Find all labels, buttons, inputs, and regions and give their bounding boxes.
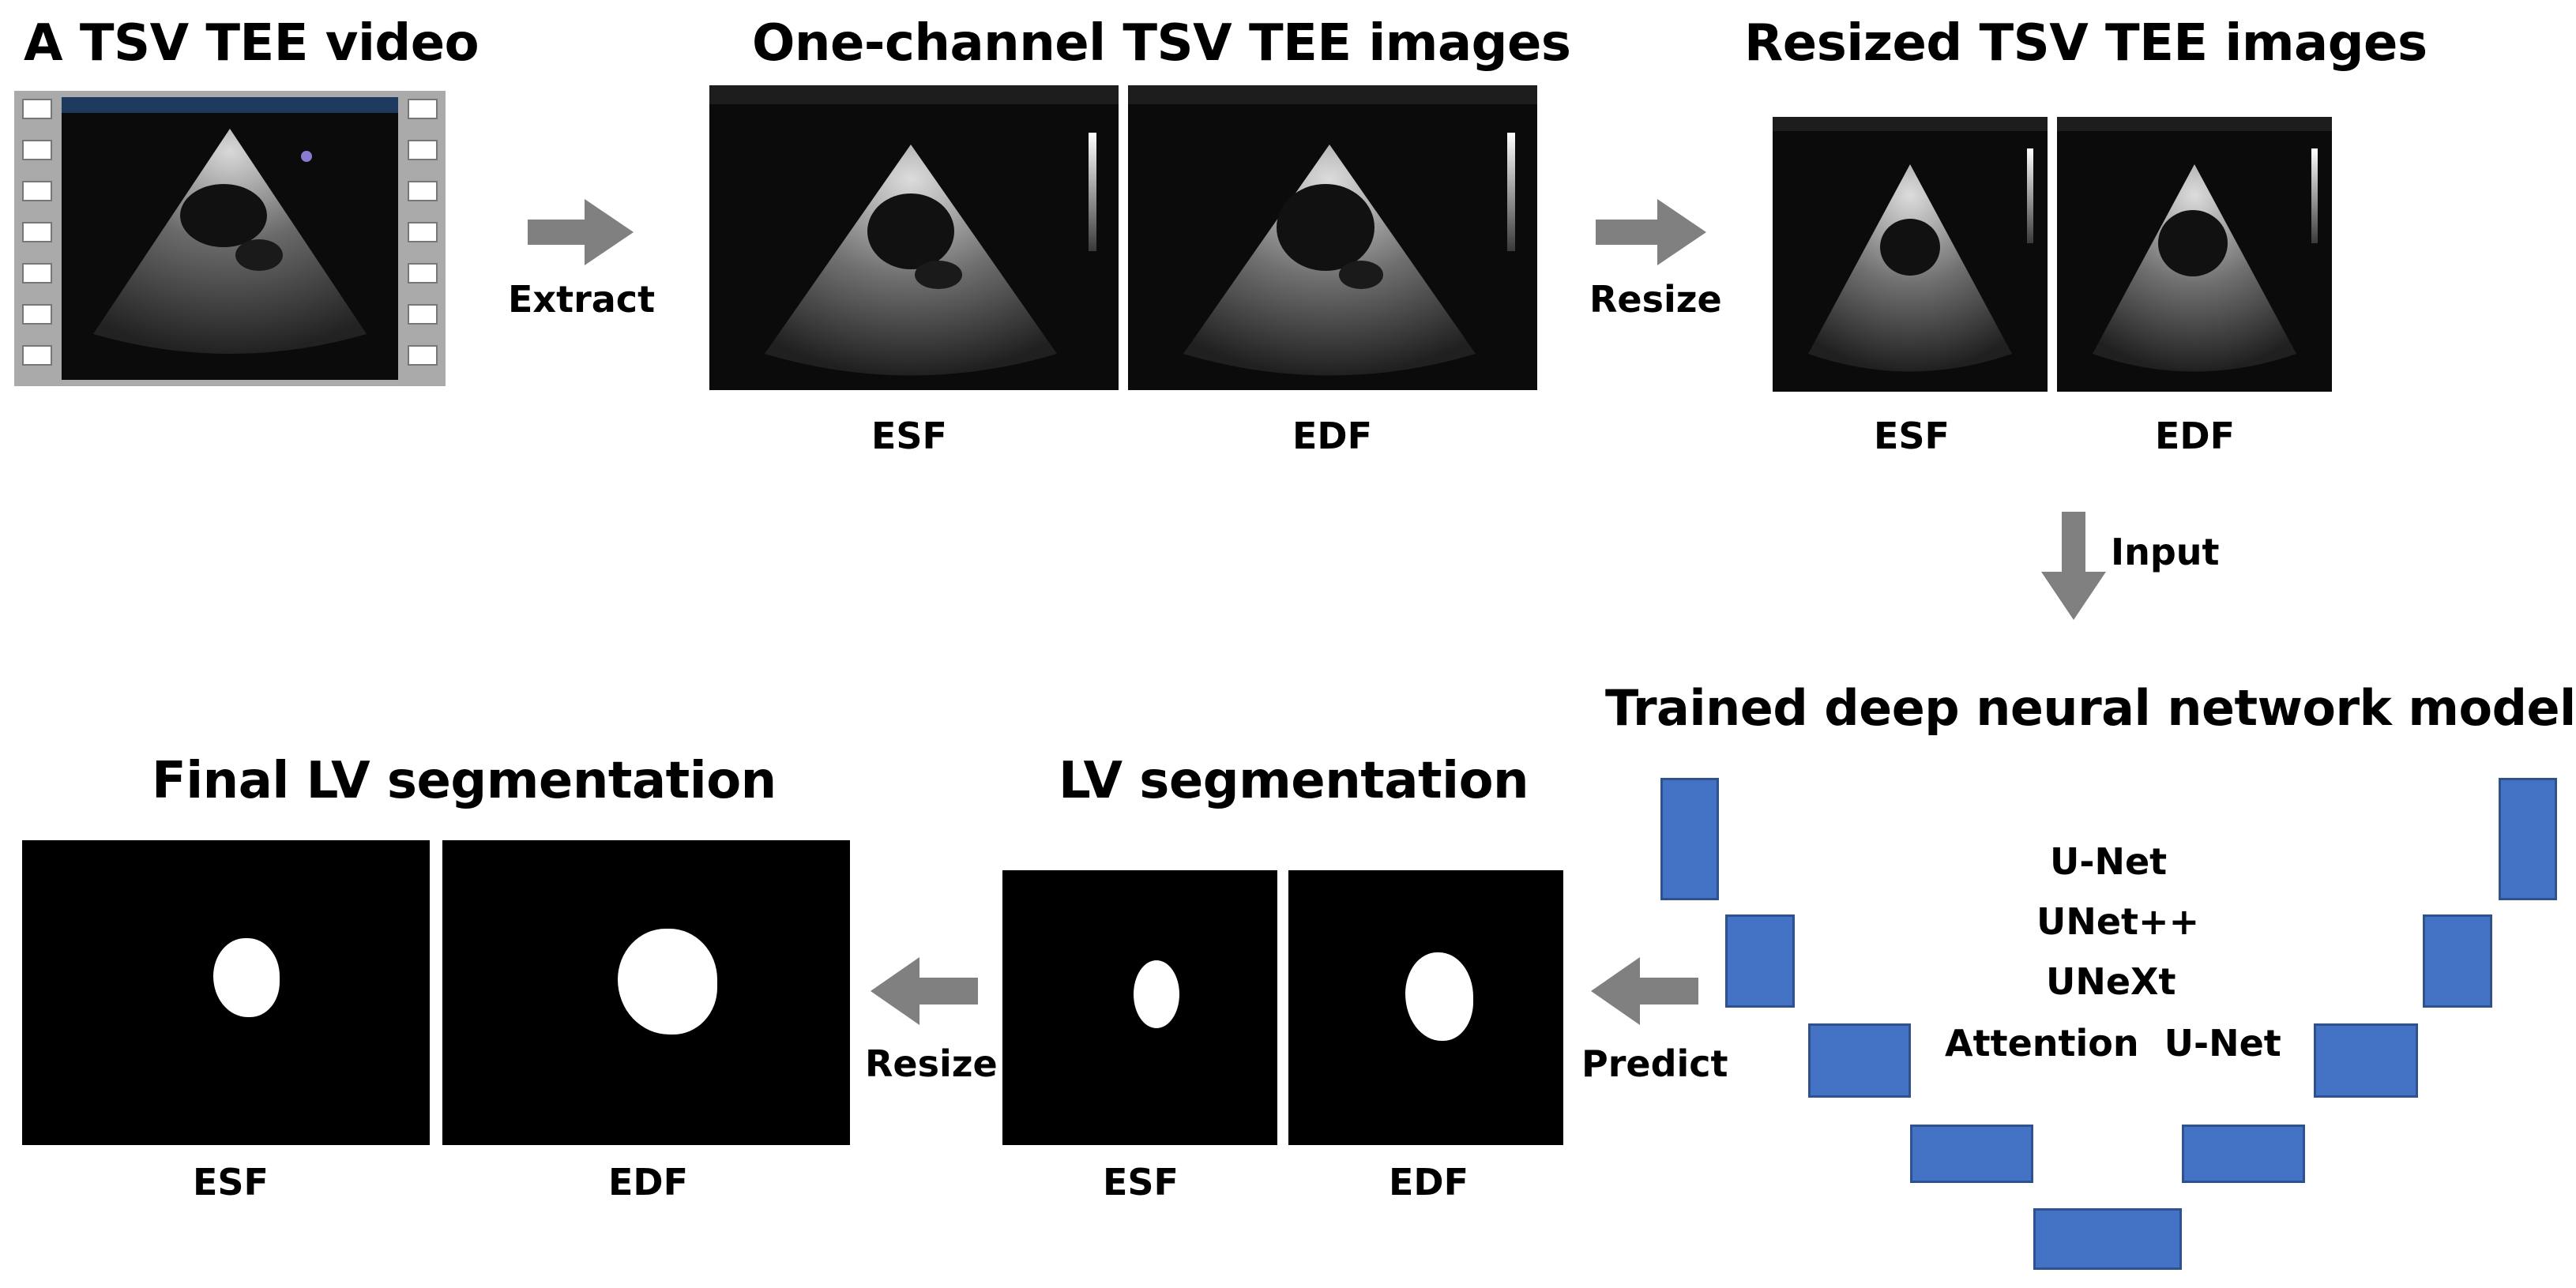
title-lv-segmentation: LV segmentation bbox=[1059, 752, 1529, 810]
final-esf-mask bbox=[22, 840, 430, 1145]
resized-esf-image bbox=[1773, 117, 2048, 392]
label-lv-seg-esf: ESF bbox=[1103, 1161, 1179, 1204]
encoder-block-1 bbox=[1660, 778, 1719, 900]
one-channel-edf-image bbox=[1128, 85, 1537, 390]
arrow-predict bbox=[1591, 957, 1698, 1025]
lv-mask-blob bbox=[1405, 952, 1473, 1041]
title-trained-models: Trained deep neural network models bbox=[1605, 679, 2576, 737]
model-unetpp: UNet++ bbox=[2036, 900, 2200, 943]
label-one-channel-edf: EDF bbox=[1292, 415, 1373, 457]
video-film-strip bbox=[14, 91, 446, 386]
decoder-block-2 bbox=[2423, 914, 2492, 1008]
arrow-input bbox=[2041, 512, 2106, 620]
title-tsv-tee-video: A TSV TEE video bbox=[24, 14, 479, 73]
decoder-block-4 bbox=[2182, 1125, 2305, 1183]
lv-mask-blob bbox=[618, 929, 717, 1035]
label-one-channel-esf: ESF bbox=[871, 415, 947, 457]
model-unet: U-Net bbox=[2050, 840, 2168, 883]
lv-mask-blob bbox=[1134, 960, 1179, 1028]
arrow-resize-top bbox=[1596, 199, 1706, 265]
lv-mask-blob bbox=[213, 938, 280, 1017]
encoder-block-4 bbox=[1910, 1125, 2033, 1183]
encoder-block-3 bbox=[1808, 1023, 1911, 1098]
model-unext: UNeXt bbox=[2046, 960, 2176, 1003]
lv-seg-esf-mask bbox=[1002, 870, 1277, 1145]
decoder-block-1 bbox=[2499, 778, 2557, 900]
label-final-esf: ESF bbox=[193, 1161, 269, 1204]
label-lv-seg-edf: EDF bbox=[1389, 1161, 1469, 1204]
label-resized-esf: ESF bbox=[1874, 415, 1950, 457]
encoder-block-2 bbox=[1725, 914, 1795, 1008]
arrow-extract bbox=[528, 199, 634, 265]
video-ultrasound-frame bbox=[62, 97, 398, 380]
title-resized-images: Resized TSV TEE images bbox=[1744, 14, 2427, 73]
label-resize-bottom: Resize bbox=[865, 1042, 998, 1085]
resized-edf-image bbox=[2057, 117, 2332, 392]
model-attention-unet: Attention U-Net bbox=[1945, 1022, 2281, 1065]
label-extract: Extract bbox=[508, 278, 656, 321]
bottleneck-block bbox=[2033, 1208, 2182, 1270]
arrow-resize-bottom bbox=[871, 957, 978, 1025]
title-final-lv-segmentation: Final LV segmentation bbox=[152, 752, 777, 810]
one-channel-esf-image bbox=[709, 85, 1119, 390]
lv-seg-edf-mask bbox=[1288, 870, 1563, 1145]
label-input: Input bbox=[2111, 531, 2220, 573]
decoder-block-3 bbox=[2314, 1023, 2418, 1098]
label-final-edf: EDF bbox=[608, 1161, 689, 1204]
label-predict: Predict bbox=[1581, 1042, 1728, 1085]
label-resize-top: Resize bbox=[1589, 278, 1722, 321]
label-resized-edf: EDF bbox=[2155, 415, 2236, 457]
final-edf-mask bbox=[442, 840, 850, 1145]
title-one-channel-images: One-channel TSV TEE images bbox=[752, 14, 1571, 73]
